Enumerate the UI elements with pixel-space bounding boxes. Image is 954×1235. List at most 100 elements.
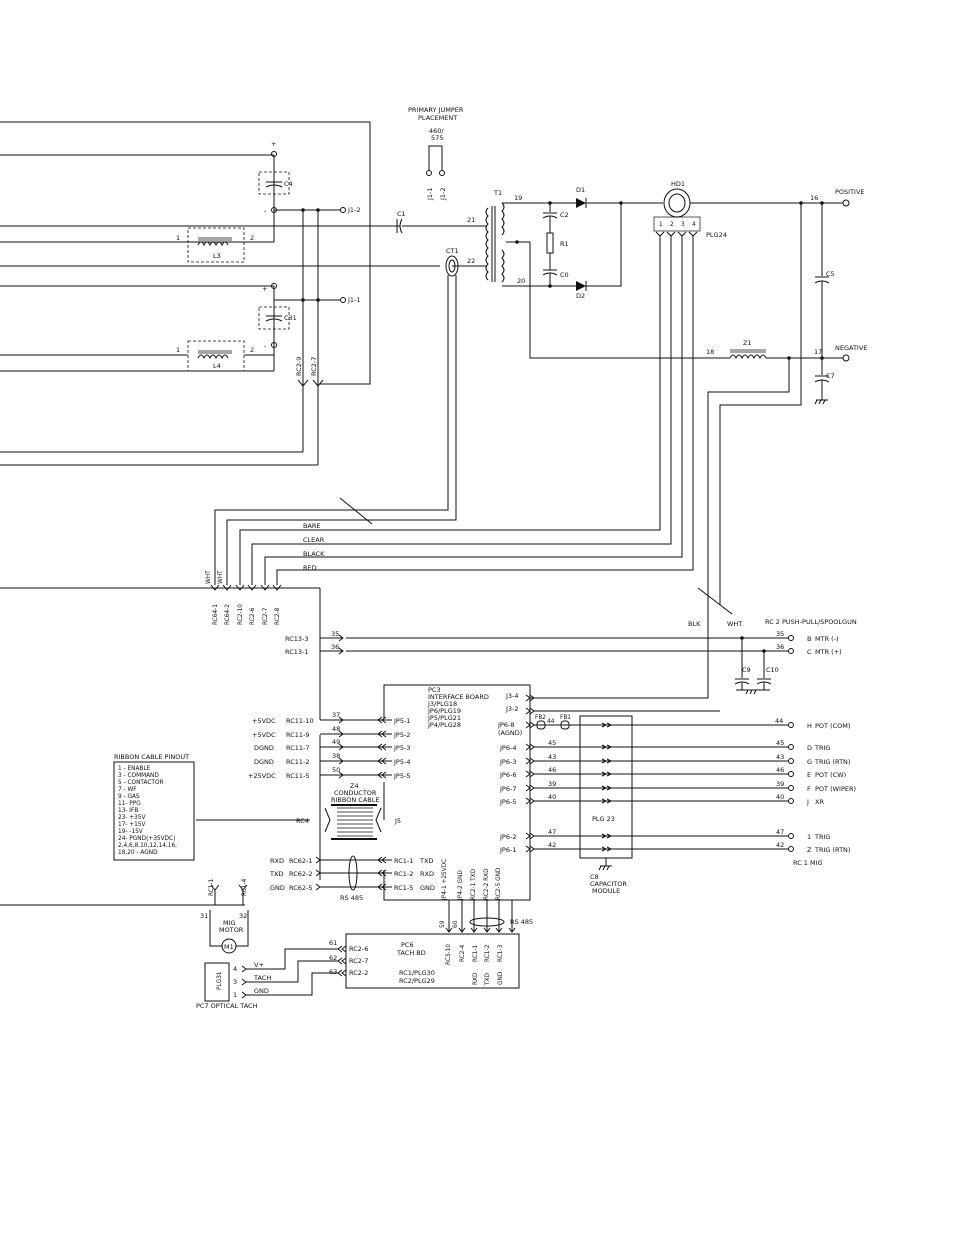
rc4-label: RC4 — [296, 817, 309, 825]
pc6-sig-2: GND — [498, 971, 504, 985]
jumper-volt-2: 575 — [431, 134, 443, 142]
ribbon-line-0: 1 - ENABLE — [118, 766, 151, 772]
conn-rc64-1: RC64-1 — [213, 604, 219, 625]
l3-box — [187, 227, 245, 263]
jp6-wirer-4: 40 — [776, 793, 784, 801]
rs485-label-a: RS 485 — [340, 894, 363, 902]
j1-1-terminal — [340, 297, 346, 303]
rc11-conn-2: RC11-7 — [286, 744, 309, 752]
ribbon-title: RIBBON CABLE PINOUT — [114, 753, 189, 761]
c8-line3: MODULE — [592, 887, 620, 895]
wire-wht-2: WHT — [218, 570, 224, 584]
positive-label: POSITIVE — [835, 188, 865, 196]
c31-label: C31 — [284, 314, 297, 322]
vert-label-0: JP4-1 +25VDC — [442, 859, 448, 901]
hd1-pin4: 4 — [692, 222, 696, 228]
jp6-wire-1: 43 — [548, 753, 556, 761]
hd1-sensor — [663, 188, 691, 218]
jp6b-wirer-0: 47 — [776, 828, 784, 836]
pc6-pin-0: RC3-10 — [446, 944, 452, 965]
conn-rc2-10: RC2-10 — [238, 604, 244, 625]
j1-2-terminal — [340, 207, 346, 213]
jp6-wire-0: 45 — [548, 739, 556, 747]
ct1-label: CT1 — [446, 247, 459, 255]
ribbon-line-4: 9 - GAS — [118, 794, 140, 800]
wire-clear: CLEAR — [303, 536, 325, 544]
jp6b-pin-0: 1 — [807, 833, 811, 841]
jp6-pin-2: E — [807, 771, 811, 779]
pc6-sig-0: RXD — [473, 972, 479, 985]
pp-conn-0: RC13-3 — [285, 635, 308, 643]
c4-plus-label: + — [271, 140, 276, 148]
jp6b-label-0: TRIG — [814, 833, 830, 841]
t1-secondary — [501, 202, 505, 283]
pp-label-0: MTR (-) — [815, 635, 839, 643]
ribbon-line-7: 23- +35V — [118, 815, 146, 821]
tach-wire-2: 63 — [329, 968, 337, 976]
pc6-tach-board: PC6 TACH BD RC1/PLG30 RC2/PLG29 RC3-10 R… — [196, 933, 520, 1010]
rc11-jp-0: JP5-1 — [393, 717, 410, 725]
jp6-label-2: POT (CW) — [815, 771, 846, 779]
jp6b-jp-0: JP6-2 — [499, 833, 516, 841]
ribbon-pinout: RIBBON CABLE PINOUT 1 - ENABLE 3 - COMMA… — [113, 753, 195, 861]
rc11-conn-4: RC11-5 — [286, 772, 309, 780]
vert-wire-60: 60 — [453, 920, 459, 928]
optical-tach-label: PC7 OPTICAL TACH — [196, 1002, 258, 1010]
rc11-volt-2: DGND — [254, 744, 274, 752]
pp-wire-0: 35 — [331, 630, 339, 638]
fb2-label: FB2 — [535, 715, 546, 721]
serial-l-sig-0: RXD — [270, 857, 284, 865]
c4-plus-terminal — [271, 151, 277, 157]
z4-ribbon-cable: RC4 Z4 CONDUCTOR RIBBON CABLE J5 — [196, 782, 401, 840]
conn-rc64-2: RC64-2 — [225, 604, 231, 625]
t1-primary — [485, 207, 489, 281]
pc3-line2: INTERFACE BOARD — [428, 693, 489, 701]
rc11-conn-0: RC11-10 — [286, 717, 314, 725]
jp6-label-3: POT (WIPER) — [815, 785, 856, 793]
hd1-pin3: 3 — [681, 222, 685, 228]
d1-diode — [576, 198, 586, 208]
jp6-wire-4: 40 — [548, 793, 556, 801]
hd1-label: HD1 — [671, 180, 685, 188]
rc11-volt-3: DGND — [254, 758, 274, 766]
vert-label-2: RC2-1 TXD — [471, 868, 477, 900]
plg31-label: PLG31 — [217, 971, 223, 990]
d2-label: D2 — [576, 292, 585, 300]
jp6-8-wire-a: 44 — [547, 719, 555, 725]
ribbon-line-5: 11- PPG — [118, 801, 141, 807]
jp6b-wire-0: 47 — [548, 828, 556, 836]
serial-r-conn-2: RC1-5 — [394, 884, 413, 892]
pc6-pin-4: RC1-3 — [498, 944, 504, 962]
rc11-conn-3: RC11-2 — [286, 758, 309, 766]
wire-harness: BARE CLEAR BLACK RED WHT WHT RC64-1 RC64… — [206, 497, 742, 880]
wire-bare: BARE — [303, 522, 321, 530]
jp6-wire-3: 39 — [548, 780, 556, 788]
jp6-pin-3: F — [807, 785, 811, 793]
jumper-pin1: J1-1 — [426, 187, 434, 201]
jumper-title-1: PRIMARY JUMPER — [408, 106, 464, 114]
l4-pin2: 2 — [250, 346, 254, 354]
c31-plus-label: + — [262, 285, 267, 293]
c4-box — [258, 171, 290, 195]
vert-label-3: RC2-2 RXD — [484, 868, 490, 900]
tach-wire-0: 61 — [329, 939, 337, 947]
jp6-8-wire-b: 44 — [775, 717, 783, 725]
wire-16: 16 — [810, 194, 818, 202]
z4-line2: CONDUCTOR — [334, 789, 377, 797]
c2-label: C2 — [560, 211, 569, 219]
motor-rc1-1: RC1-1 — [209, 878, 215, 896]
serial-l-sig-1: TXD — [269, 870, 283, 878]
fb1-bead — [560, 720, 570, 730]
rs485-twist-right — [469, 917, 505, 927]
jp6-jp-3: JP6-7 — [499, 785, 516, 793]
jp6-wirer-1: 43 — [776, 753, 784, 761]
pushpull-section: RC 2 PUSH-PULL/SPOOLGUN RC13-3 35 35 B M… — [285, 618, 857, 695]
serial-l-sig-2: GND — [270, 884, 285, 892]
r1-label: R1 — [560, 240, 569, 248]
rc11-jp-3: JP5-4 — [393, 758, 410, 766]
c9-label: C9 — [742, 666, 751, 674]
c5-label: C5 — [826, 270, 835, 278]
rc11-wire-2: 49 — [332, 738, 340, 746]
ribbon-line-1: 3 - COMMAND — [118, 773, 159, 779]
